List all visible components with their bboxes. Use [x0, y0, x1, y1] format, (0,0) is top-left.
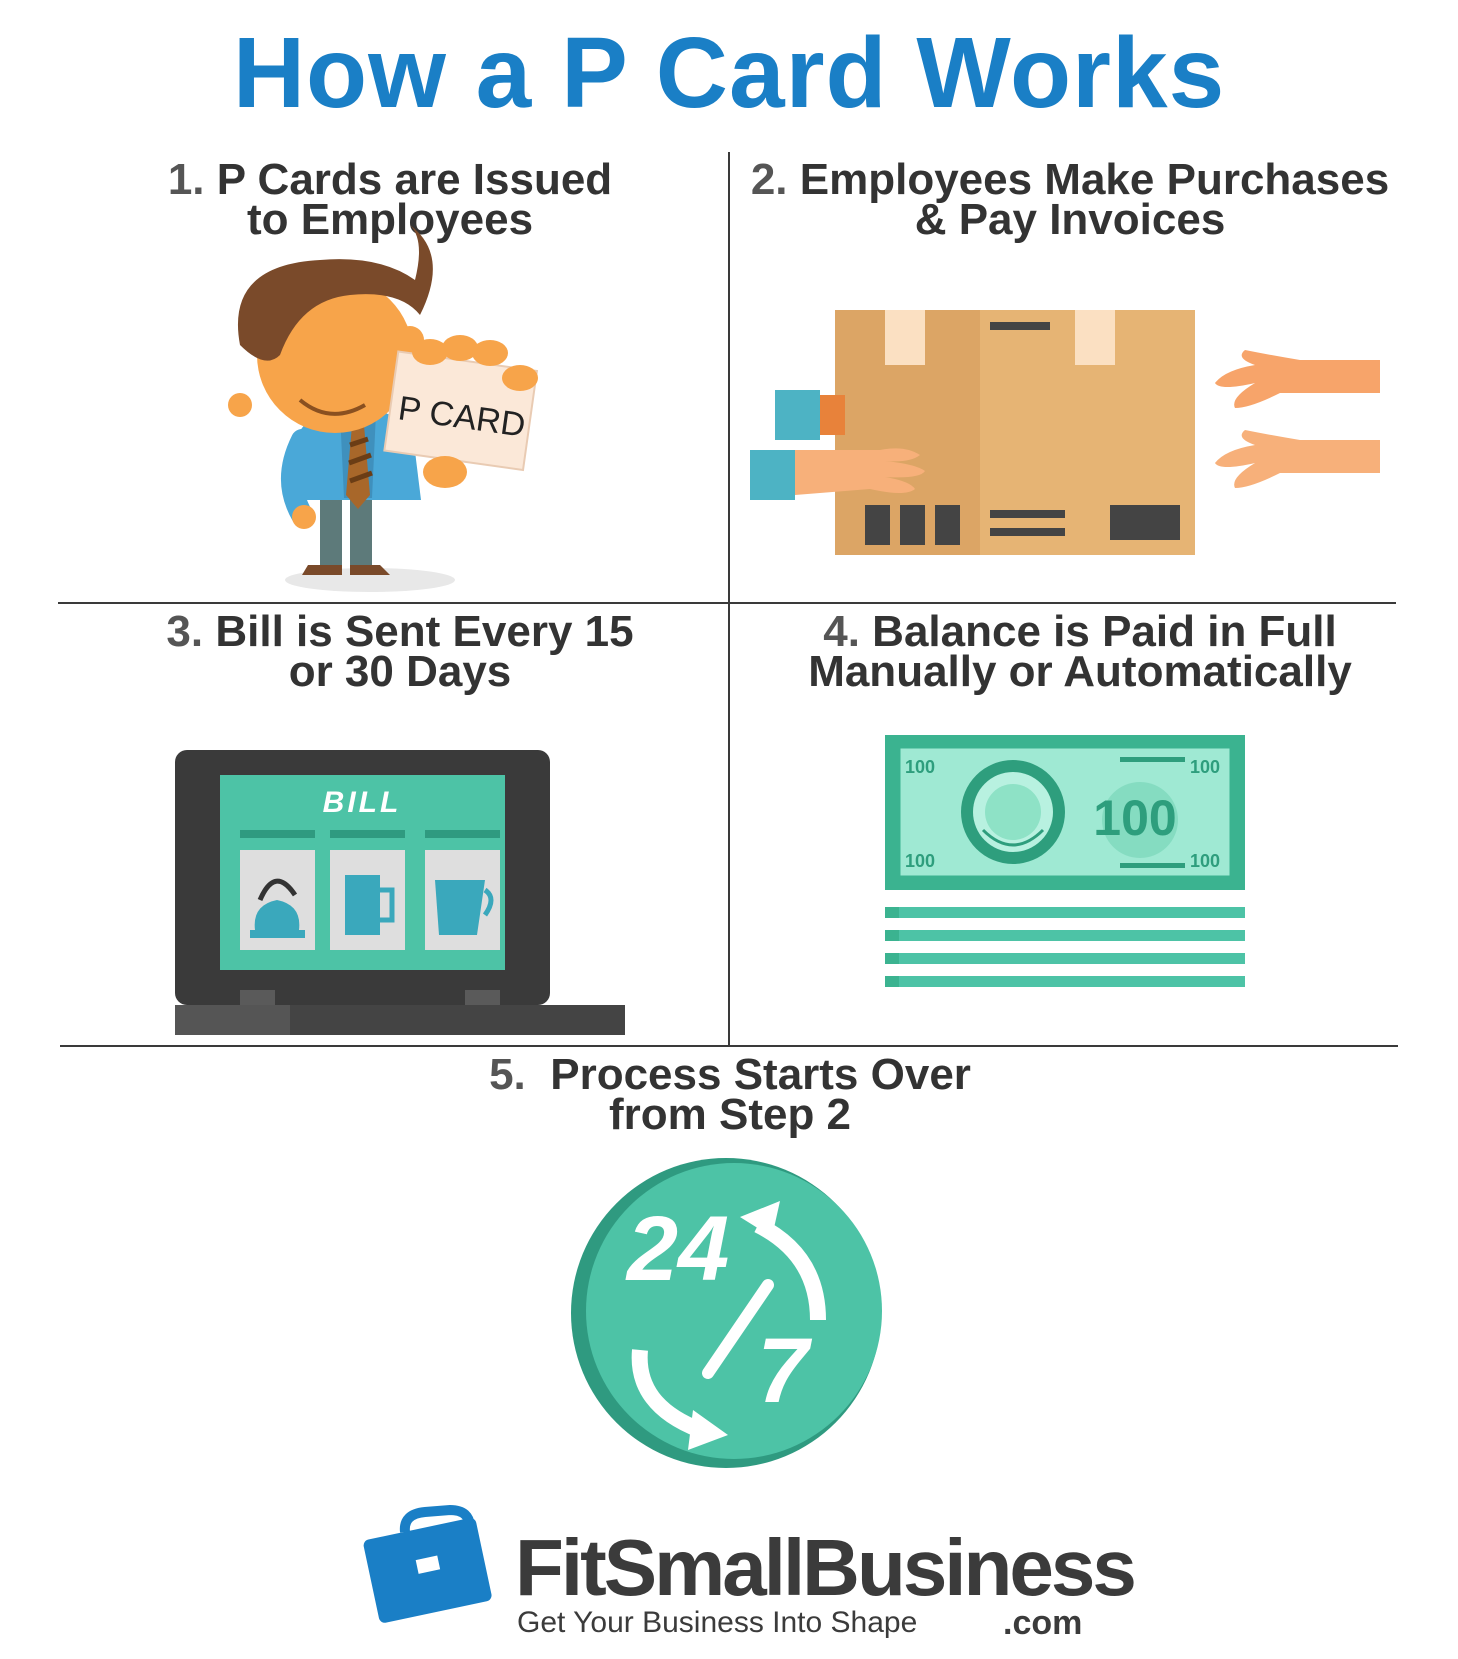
step-3-number: 3. — [166, 607, 204, 656]
step-4-number: 4. — [823, 607, 860, 656]
cash-illustration: 100 100 100 100 100 — [885, 735, 1245, 987]
step-3-line2: or 30 Days — [288, 647, 512, 696]
grid-divider-horizontal-1 — [58, 602, 1396, 604]
package-with-hands-illustration — [750, 310, 1380, 555]
grid-divider-vertical — [728, 152, 730, 1046]
step-4-line1: Balance is Paid in Full — [872, 607, 1337, 656]
laptop-bill-illustration: BILL — [175, 750, 625, 1035]
twenty-four-seven-icon: 24 7 — [571, 1158, 882, 1468]
step-4-line2: Manually or Automatically — [808, 647, 1352, 696]
employee-with-card-illustration: P CARD — [228, 225, 539, 592]
note-value: 100 — [1093, 790, 1176, 846]
step-5-line1: Process Starts Over — [550, 1050, 971, 1099]
note-corner-tr: 100 — [1190, 757, 1220, 777]
briefcase-icon — [363, 1504, 492, 1623]
step-1-number: 1. — [167, 155, 205, 204]
step-4-heading: 4. Balance is Paid in Full Manually or A… — [760, 610, 1400, 694]
step-5-line2: from Step 2 — [608, 1090, 852, 1139]
grid-divider-horizontal-2 — [60, 1045, 1398, 1047]
step-2-line2: & Pay Invoices — [914, 195, 1226, 244]
step-5-number: 5. — [489, 1050, 526, 1099]
brand-suffix: .com — [1003, 1604, 1083, 1642]
note-corner-br: 100 — [1190, 851, 1220, 871]
clock-24-label: 24 — [625, 1198, 729, 1300]
bill-label: BILL — [323, 786, 402, 819]
step-5-heading: 5. Process Starts Over from Step 2 — [380, 1053, 1080, 1137]
brand-tagline: Get Your Business Into Shape — [517, 1606, 918, 1639]
page-title: How a P Card Works — [232, 17, 1226, 129]
step-2-line1: Employees Make Purchases — [799, 155, 1390, 204]
step-2-heading: 2. Employees Make Purchases & Pay Invoic… — [740, 158, 1400, 242]
step-1-line1: P Cards are Issued — [216, 155, 613, 204]
note-corner-bl: 100 — [905, 851, 935, 871]
clock-7-label: 7 — [757, 1320, 812, 1422]
step-3-line1: Bill is Sent Every 15 — [215, 607, 634, 656]
step-3-heading: 3. Bill is Sent Every 15 or 30 Days — [100, 610, 700, 694]
step-1-line2: to Employees — [246, 195, 534, 244]
step-1-heading: 1. P Cards are Issued to Employees — [90, 158, 690, 242]
step-2-number: 2. — [750, 155, 788, 204]
note-corner-tl: 100 — [905, 757, 935, 777]
brand-name: FitSmallBusiness — [515, 1523, 1137, 1612]
